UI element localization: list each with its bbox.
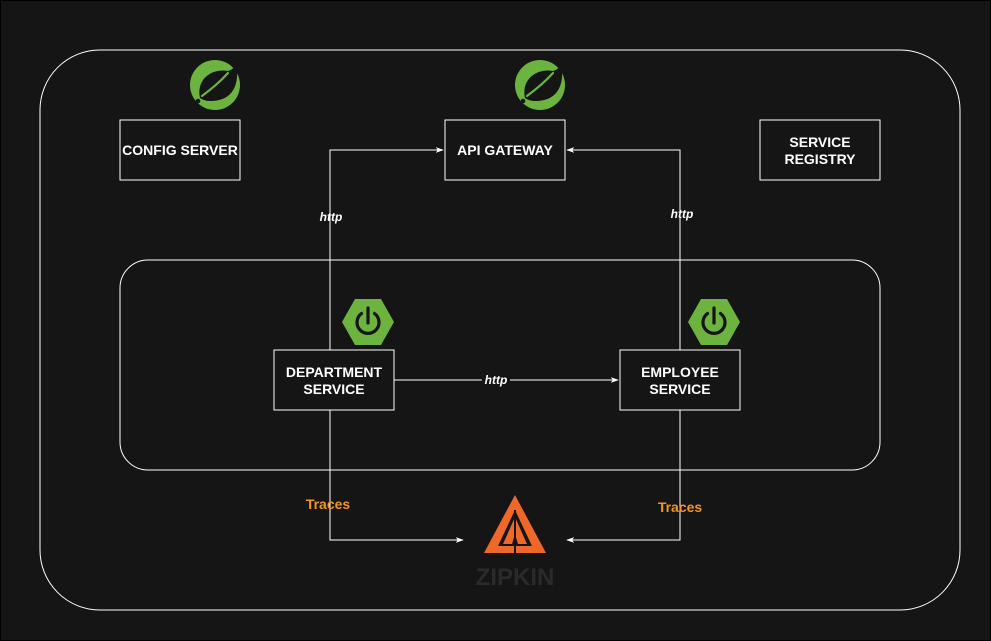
employee-service-label-line2: SERVICE — [649, 381, 710, 397]
zipkin-logo-icon — [484, 495, 546, 553]
employee-service-node[interactable]: EMPLOYEE SERVICE — [619, 349, 741, 411]
config-server-node[interactable]: CONFIG SERVER — [119, 119, 241, 181]
services-boundary — [119, 259, 881, 471]
service-registry-node[interactable]: SERVICE REGISTRY — [759, 119, 881, 181]
employee-traces-arrow — [566, 410, 681, 543]
employee-service-label-line1: EMPLOYEE — [641, 364, 719, 380]
spring-boot-power-icon — [688, 299, 740, 345]
zipkin-label: ZIPKIN — [476, 564, 555, 591]
api-gateway-node[interactable]: API GATEWAY — [444, 119, 566, 181]
system-boundary — [39, 49, 961, 611]
department-to-gateway-label: http — [320, 210, 343, 224]
spring-boot-power-icon — [342, 299, 394, 345]
department-service-label-line1: DEPARTMENT — [286, 364, 383, 380]
zipkin-node[interactable]: ZIPKIN — [476, 495, 555, 591]
department-traces-arrow — [329, 410, 464, 543]
department-to-employee-label: http — [485, 373, 508, 387]
edge-label-backdrop — [482, 372, 510, 387]
config-server-label: CONFIG SERVER — [122, 142, 238, 158]
department-service-label-line2: SERVICE — [303, 381, 364, 397]
department-service-node[interactable]: DEPARTMENT SERVICE — [273, 349, 395, 411]
service-registry-label-line2: REGISTRY — [784, 151, 856, 167]
employee-to-gateway-label: http — [671, 207, 694, 221]
employee-to-gateway-arrow — [566, 147, 681, 350]
department-traces-label: Traces — [306, 496, 351, 512]
employee-traces-label: Traces — [658, 499, 703, 515]
service-registry-label-line1: SERVICE — [789, 134, 850, 150]
department-to-gateway-arrow — [329, 147, 444, 350]
spring-leaf-icon — [190, 60, 240, 110]
api-gateway-label: API GATEWAY — [457, 142, 553, 158]
spring-leaf-icon — [515, 60, 565, 110]
